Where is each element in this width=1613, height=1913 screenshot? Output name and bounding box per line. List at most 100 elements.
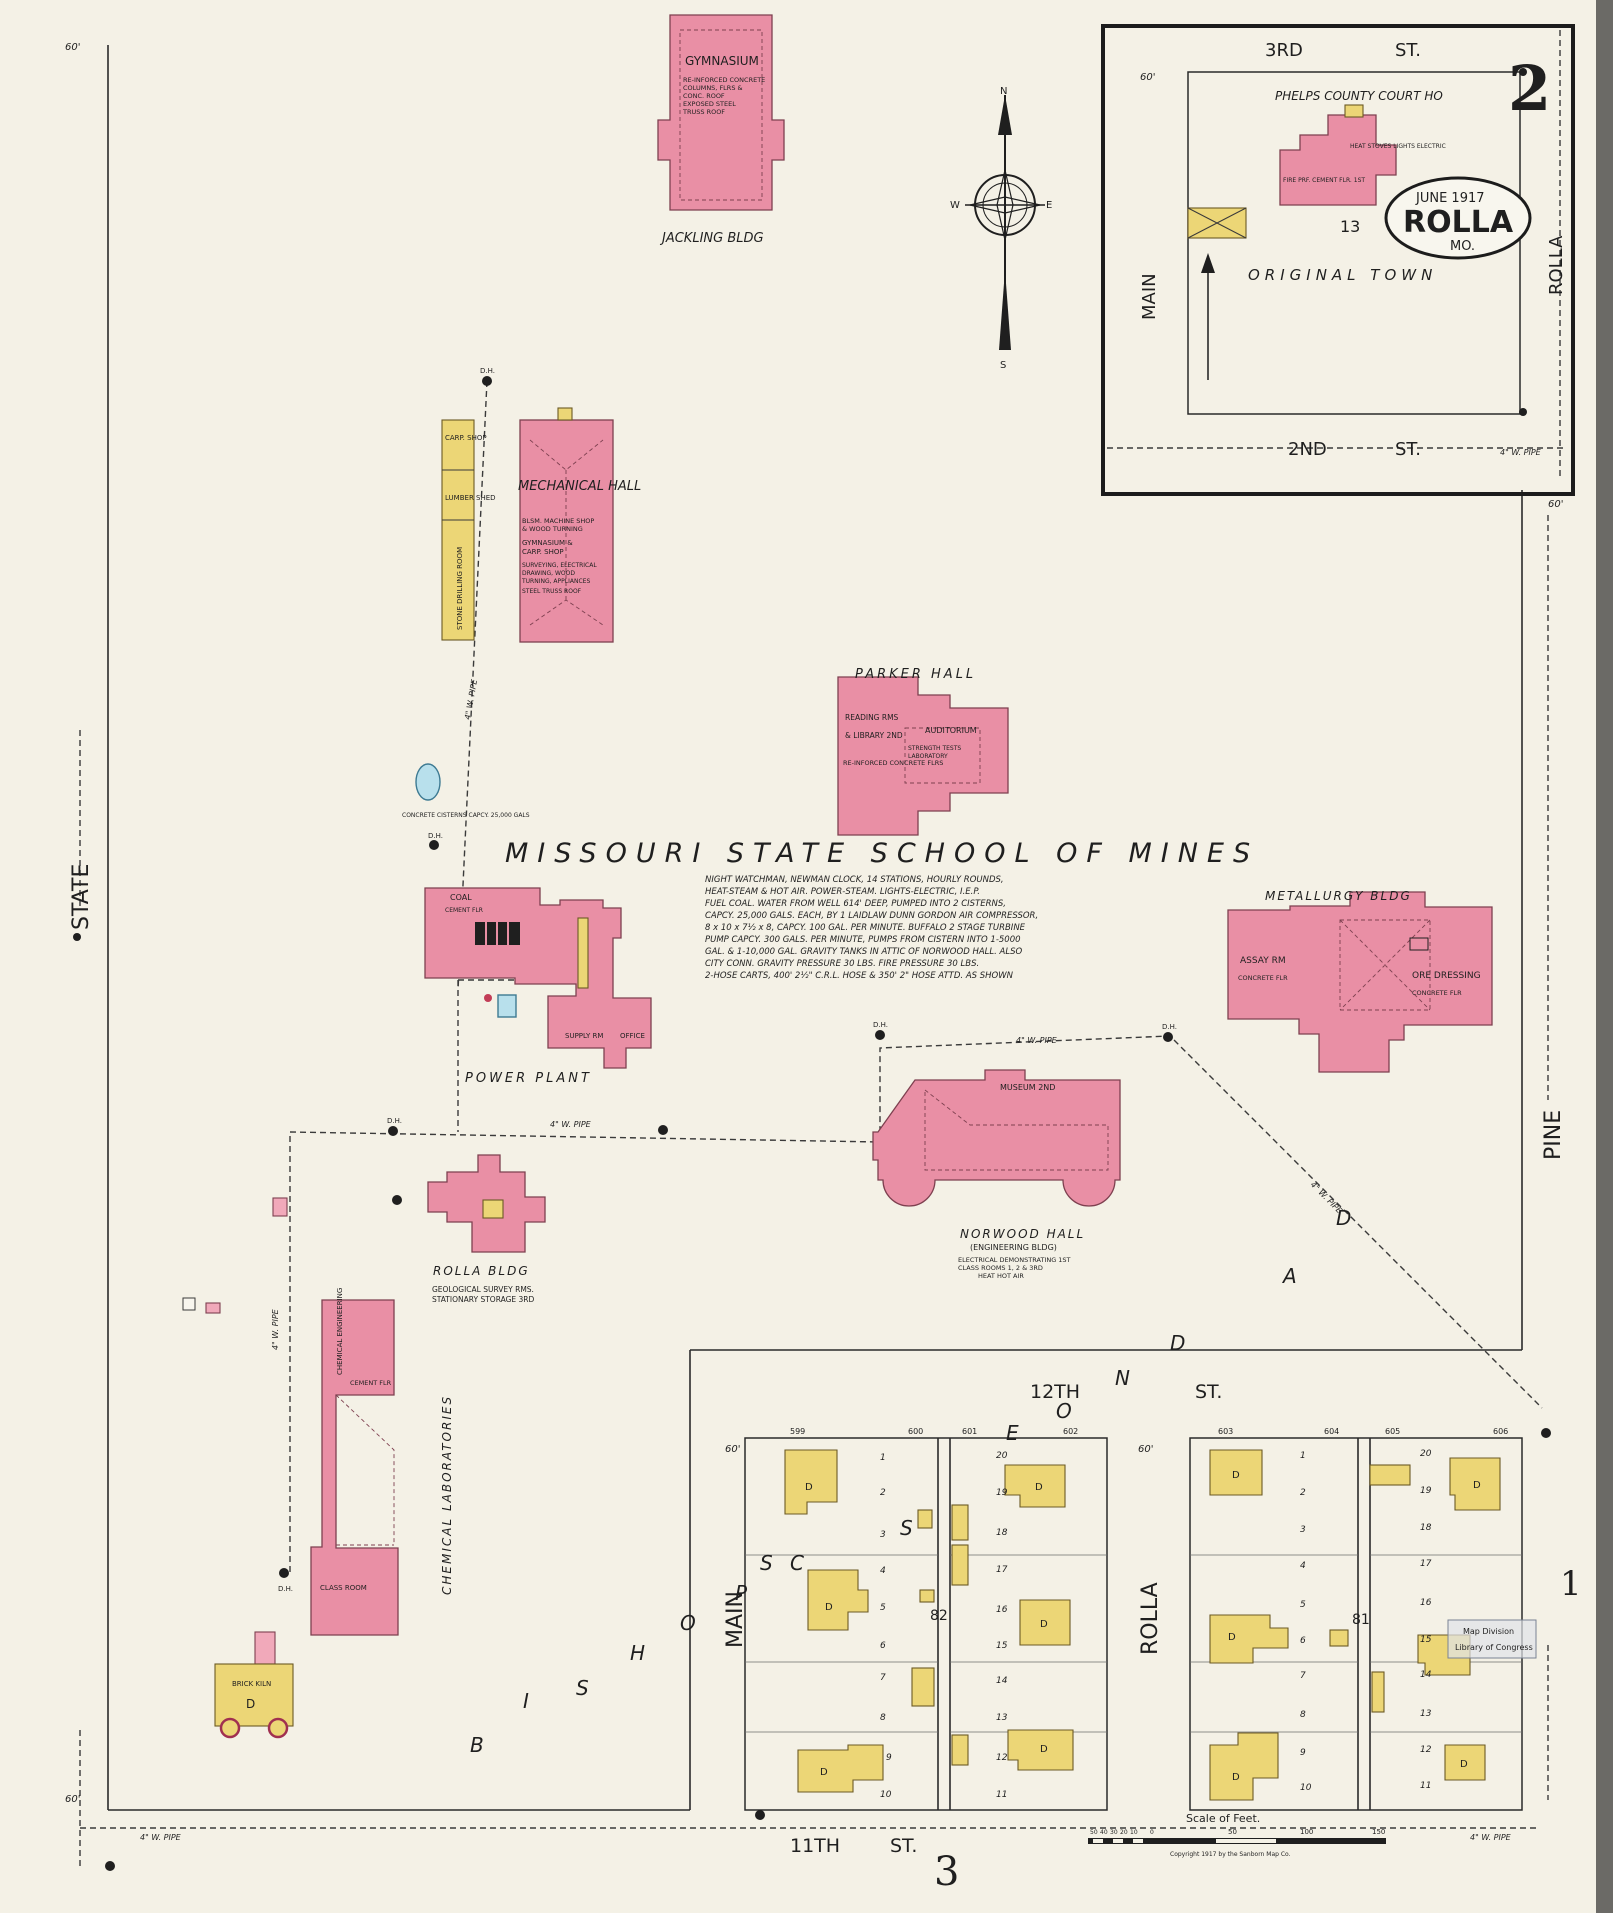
- svg-text:S: S: [760, 1551, 773, 1575]
- cartouche-city: ROLLA: [1403, 205, 1514, 240]
- house-numbers: 599 600 601 602 603 604 605 606: [790, 1427, 1508, 1436]
- svg-text:606: 606: [1493, 1427, 1508, 1436]
- svg-text:D: D: [1336, 1206, 1351, 1230]
- svg-text:4: 4: [880, 1566, 886, 1576]
- svg-text:BLSM. MACHINE SHOP: BLSM. MACHINE SHOP: [522, 517, 594, 525]
- svg-text:D.H.: D.H.: [278, 1585, 293, 1593]
- compass-s: S: [1000, 360, 1006, 371]
- svg-text:15: 15: [1420, 1635, 1432, 1645]
- svg-text:D.H.: D.H.: [873, 1021, 888, 1029]
- svg-text:CLASS ROOMS 1, 2 & 3RD: CLASS ROOMS 1, 2 & 3RD: [958, 1264, 1043, 1272]
- svg-text:50: 50: [1228, 1828, 1237, 1836]
- svg-text:A: A: [1281, 1264, 1297, 1288]
- svg-text:STEEL TRUSS ROOF: STEEL TRUSS ROOF: [522, 588, 582, 595]
- svg-text:HEAT-STEAM & HOT AIR. POWER-ST: HEAT-STEAM & HOT AIR. POWER-STEAM. LIGHT…: [705, 887, 980, 897]
- cartouche-date: JUNE 1917: [1415, 191, 1485, 206]
- court-house-label: PHELPS COUNTY COURT HO: [1275, 89, 1443, 103]
- scale-of-feet: Scale of Feet. 50 40 30 20 10 0 50 100 1…: [1088, 1812, 1386, 1858]
- court-house-notes: HEAT STOVES LIGHTS ELECTRIC: [1350, 143, 1446, 150]
- inset-street-3rd: 3RD: [1265, 40, 1303, 61]
- svg-text:17: 17: [1420, 1559, 1432, 1569]
- mechanical-hall: MECHANICAL HALL BLSM. MACHINE SHOP & WOO…: [518, 407, 641, 643]
- svg-text:D: D: [825, 1602, 833, 1613]
- rolla-cartouche: [1384, 176, 1532, 260]
- svg-text:NORWOOD HALL: NORWOOD HALL: [960, 1227, 1085, 1241]
- copyright: Copyright 1917 by the Sanborn Map Co.: [1170, 1851, 1291, 1858]
- street-labels: STATE PINE MAIN ROLLA 12TH ST. 11TH ST.: [69, 864, 1566, 1857]
- svg-text:Map Division: Map Division: [1463, 1627, 1514, 1636]
- svg-text:ELECTRICAL DEMONSTRATING 1ST: ELECTRICAL DEMONSTRATING 1ST: [958, 1256, 1071, 1264]
- street-12th-st: ST.: [1195, 1381, 1222, 1403]
- norwood-hall: MUSEUM 2ND NORWOOD HALL (ENGINEERING BLD…: [872, 1069, 1121, 1280]
- brick-kiln: BRICK KILN D: [214, 1631, 294, 1739]
- svg-text:D.H.: D.H.: [387, 1117, 402, 1125]
- compass-e: E: [1046, 200, 1052, 211]
- svg-text:D: D: [246, 1697, 255, 1711]
- svg-text:BRICK KILN: BRICK KILN: [232, 1680, 271, 1688]
- svg-text:I: I: [523, 1689, 529, 1713]
- svg-text:20: 20: [1120, 1829, 1128, 1836]
- svg-text:B: B: [470, 1733, 484, 1757]
- svg-text:NIGHT WATCHMAN, NEWMAN CLOCK,: NIGHT WATCHMAN, NEWMAN CLOCK, 14 STATION…: [705, 875, 1004, 885]
- svg-text:O: O: [680, 1611, 696, 1635]
- block-number-81: 81: [1352, 1612, 1370, 1628]
- svg-text:5: 5: [880, 1603, 886, 1613]
- svg-text:GEOLOGICAL SURVEY RMS.: GEOLOGICAL SURVEY RMS.: [432, 1285, 534, 1294]
- court-house-building: [1279, 114, 1397, 206]
- hydrants: D.H. D.H. D.H. D.H. D.H. D.H.: [105, 367, 1551, 1871]
- svg-text:60': 60': [1548, 499, 1563, 510]
- street-rolla: ROLLA: [1138, 1582, 1163, 1655]
- inset-street-2nd: 2ND: [1288, 439, 1327, 460]
- svg-text:2: 2: [1300, 1488, 1306, 1498]
- svg-text:60': 60': [1138, 1444, 1153, 1455]
- parker-hall: PARKER HALL READING RMS & LIBRARY 2ND AU…: [837, 667, 1009, 836]
- svg-text:CONCRETE FLR: CONCRETE FLR: [1412, 989, 1462, 997]
- svg-text:GYMNASIUM &: GYMNASIUM &: [522, 539, 573, 547]
- svg-text:CHEMICAL LABORATORIES: CHEMICAL LABORATORIES: [440, 1395, 454, 1595]
- street-11th-st: ST.: [890, 1835, 917, 1857]
- svg-text:Scale of Feet.: Scale of Feet.: [1186, 1812, 1260, 1825]
- svg-text:COAL: COAL: [450, 893, 472, 902]
- svg-text:8: 8: [880, 1713, 886, 1723]
- rolla-building: ROLLA BLDG GEOLOGICAL SURVEY RMS. STATIO…: [427, 1154, 546, 1304]
- small-shed: [182, 1297, 196, 1311]
- svg-text:D: D: [1460, 1759, 1468, 1770]
- inset-street-st: ST.: [1395, 40, 1421, 61]
- svg-text:SURVEYING, ELECTRICAL: SURVEYING, ELECTRICAL: [522, 562, 597, 569]
- svg-text:12: 12: [996, 1753, 1008, 1763]
- street-state: STATE: [69, 864, 94, 930]
- cartouche-state: MO.: [1450, 239, 1475, 254]
- power-plant-label: POWER PLANT: [465, 1071, 592, 1086]
- svg-text:11: 11: [996, 1790, 1007, 1800]
- svg-text:19: 19: [996, 1488, 1008, 1498]
- small-shed: [205, 1302, 221, 1314]
- svg-text:12: 12: [1420, 1745, 1432, 1755]
- street-main: MAIN: [723, 1591, 748, 1648]
- svg-text:D: D: [1228, 1632, 1236, 1643]
- svg-text:7: 7: [880, 1673, 886, 1683]
- svg-text:60': 60': [65, 42, 80, 53]
- svg-text:601: 601: [962, 1427, 977, 1436]
- svg-text:11: 11: [1420, 1781, 1431, 1791]
- svg-text:RE-INFORCED CONCRETE FLRS: RE-INFORCED CONCRETE FLRS: [843, 759, 943, 767]
- campus-title: MISSOURI STATE SCHOOL OF MINES: [505, 838, 1259, 869]
- chemical-laboratories: CHEMICAL ENGINEERING CEMENT FLR CLASS RO…: [310, 1288, 454, 1636]
- street-12th: 12TH: [1030, 1381, 1080, 1403]
- svg-text:18: 18: [996, 1528, 1008, 1538]
- svg-text:10: 10: [1130, 1829, 1138, 1836]
- carp-lumber-sheds: CARP. SHOP LUMBER SHED STONE DRILLING RO…: [441, 419, 496, 641]
- svg-text:D.H.: D.H.: [480, 367, 495, 375]
- metallurgy-building: METALLURGY BLDG ASSAY RM CONCRETE FLR OR…: [1227, 889, 1493, 1073]
- svg-text:PARKER HALL: PARKER HALL: [855, 667, 976, 682]
- svg-text:GAL. & 1-10,000 GAL. GRAVITY T: GAL. & 1-10,000 GAL. GRAVITY TANKS IN AT…: [705, 947, 1022, 957]
- svg-text:19: 19: [1420, 1486, 1432, 1496]
- svg-text:CHEMICAL ENGINEERING: CHEMICAL ENGINEERING: [336, 1288, 344, 1375]
- svg-text:60': 60': [1140, 72, 1155, 83]
- scan-edge: [1596, 0, 1613, 1913]
- svg-text:14: 14: [996, 1676, 1008, 1686]
- svg-text:MUSEUM 2ND: MUSEUM 2ND: [1000, 1083, 1055, 1092]
- svg-text:O: O: [1056, 1399, 1072, 1423]
- compass-rose: N S E W: [950, 86, 1052, 371]
- svg-text:600: 600: [908, 1427, 923, 1436]
- svg-text:4" W. PIPE: 4" W. PIPE: [271, 1308, 280, 1350]
